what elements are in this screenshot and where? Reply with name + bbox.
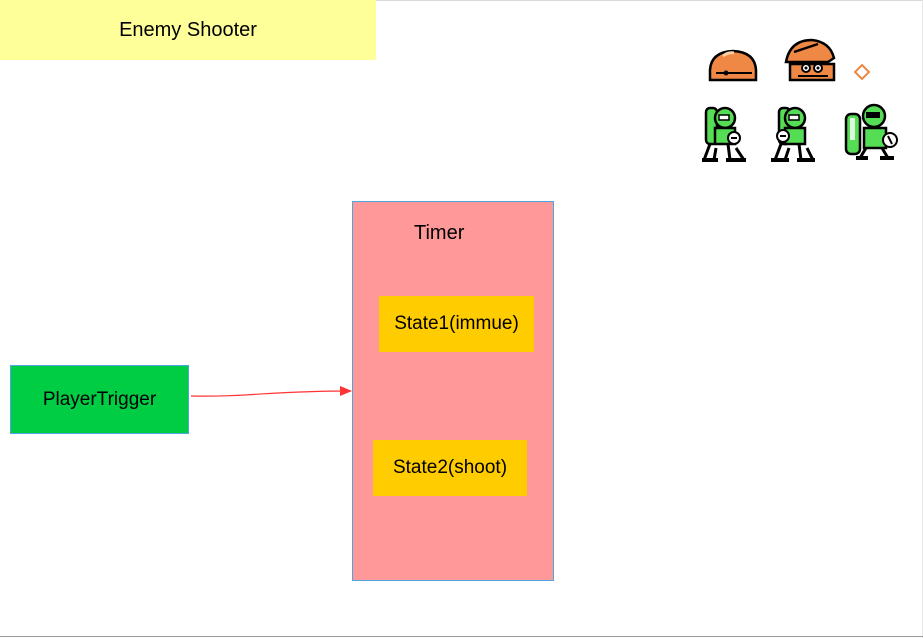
canvas-top-border bbox=[0, 0, 923, 1]
state2-label: State2(shoot) bbox=[392, 457, 508, 478]
player-trigger-node[interactable]: PlayerTrigger bbox=[10, 365, 189, 434]
trigger-to-timer-edge[interactable] bbox=[190, 386, 352, 397]
bullet-icon bbox=[853, 63, 871, 81]
robot-shield-icon-1 bbox=[702, 106, 746, 162]
timer-label: Timer bbox=[414, 222, 465, 244]
state2-node[interactable]: State2(shoot) bbox=[373, 440, 527, 496]
state1-node[interactable]: State1(immue) bbox=[379, 296, 534, 352]
canvas-bottom-border bbox=[0, 636, 923, 637]
helmet-peek-icon bbox=[784, 38, 836, 82]
robot-shooting-icon bbox=[844, 103, 898, 160]
robot-shield-icon-2 bbox=[771, 106, 815, 162]
helmet-hidden-icon bbox=[708, 49, 758, 82]
timer-container[interactable] bbox=[352, 201, 554, 581]
player-trigger-label: PlayerTrigger bbox=[42, 388, 157, 410]
title-text: Enemy Shooter bbox=[119, 18, 257, 41]
title-note[interactable]: Enemy Shooter bbox=[0, 0, 376, 60]
state1-label: State1(immue) bbox=[394, 313, 519, 334]
